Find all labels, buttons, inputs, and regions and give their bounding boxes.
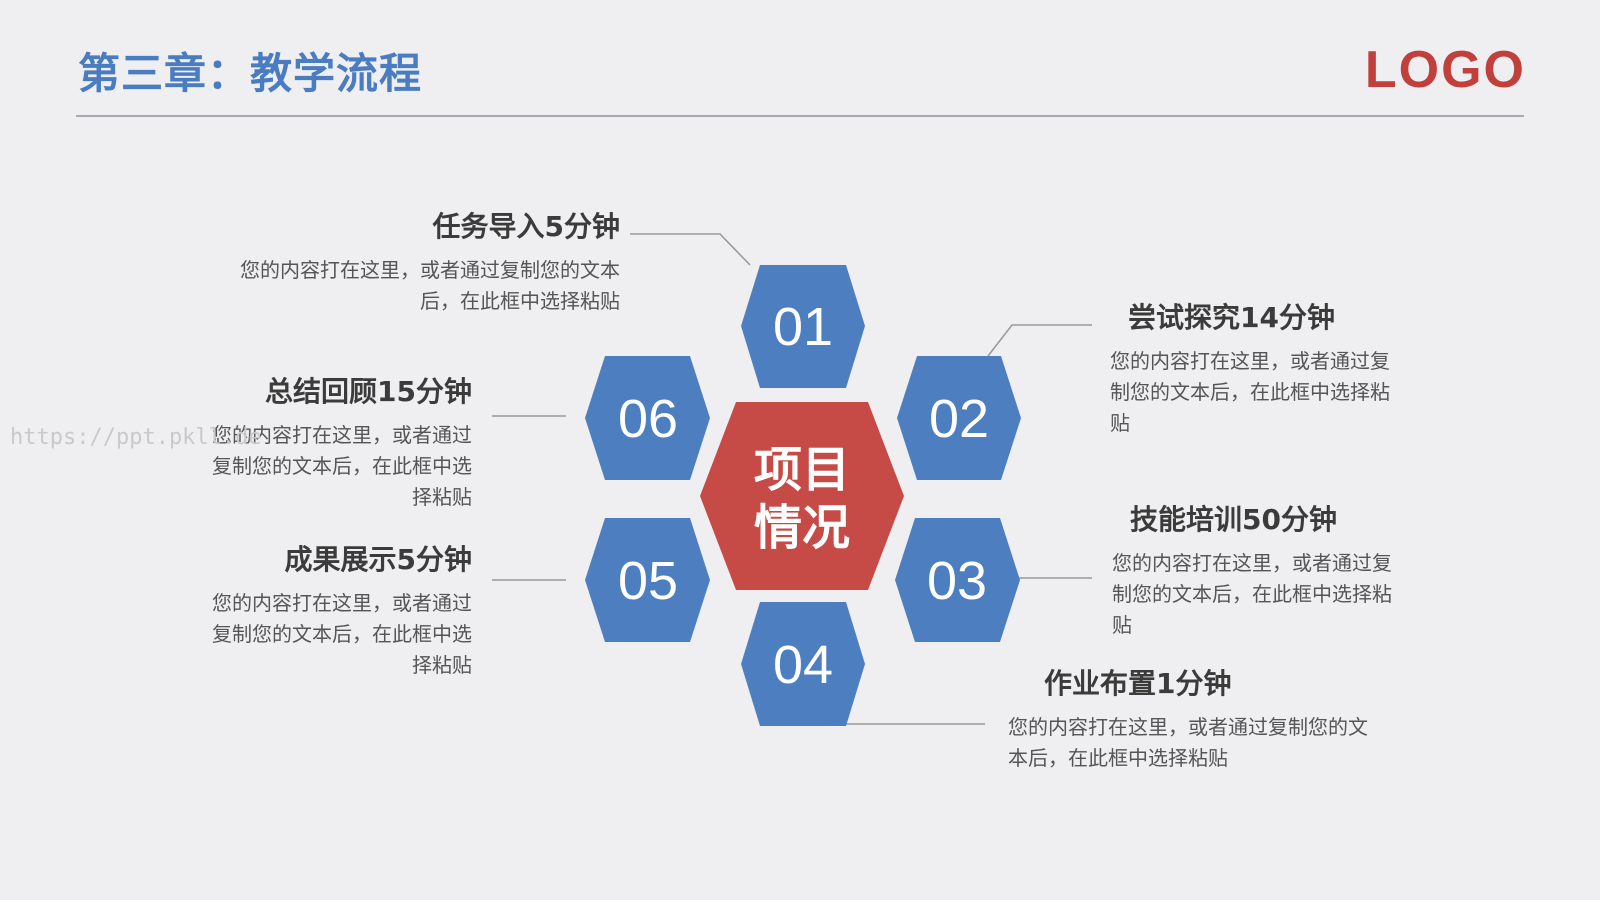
logo: LOGO <box>1364 41 1526 99</box>
header-divider <box>76 115 1524 117</box>
hexagon-label-04: 04 <box>773 635 833 695</box>
step-05: 成果展示5分钟 您的内容打在这里，或者通过复制您的文本后，在此框中选择粘贴 <box>208 538 472 681</box>
hexagon-label-01: 01 <box>773 297 833 357</box>
hexagon-06 <box>585 356 710 480</box>
hexagon-label-05: 05 <box>618 551 678 611</box>
step-03: 技能培训50分钟 您的内容打在这里，或者通过复制您的文本后，在此框中选择粘贴 <box>1112 498 1402 641</box>
step-text: 您的内容打在这里，或者通过复制您的文本后，在此框中选择粘贴 <box>212 591 472 677</box>
step-02: 尝试探究14分钟 您的内容打在这里，或者通过复制您的文本后，在此框中选择粘贴 <box>1110 296 1400 439</box>
step-title: 技能培训50分钟 <box>1130 503 1337 536</box>
page-title: 第三章：教学流程 <box>78 49 423 98</box>
hexagon-label-02: 02 <box>929 389 989 449</box>
connector-02 <box>987 324 1092 357</box>
step-text: 您的内容打在这里，或者通过复制您的文本后，在此框中选择粘贴 <box>1110 349 1390 435</box>
step-title: 任务导入5分钟 <box>432 210 620 243</box>
watermark: https://ppt.pkll.de <box>10 425 262 450</box>
hexagon-03 <box>895 518 1020 642</box>
step-title: 总结回顾15分钟 <box>265 375 472 408</box>
center-hexagon <box>700 402 904 590</box>
step-title: 作业布置1分钟 <box>1044 667 1232 700</box>
center-label-line2: 情况 <box>754 500 850 556</box>
step-01: 任务导入5分钟 您的内容打在这里，或者通过复制您的文本后，在此框中选择粘贴 <box>238 205 620 317</box>
step-text: 您的内容打在这里，或者通过复制您的文本后，在此框中选择粘贴 <box>212 423 472 509</box>
hexagon-label-06: 06 <box>618 389 678 449</box>
hexagon-04 <box>741 602 865 726</box>
hexagon-02 <box>897 356 1021 480</box>
step-text: 您的内容打在这里，或者通过复制您的文本后，在此框中选择粘贴 <box>1008 715 1368 770</box>
step-title: 尝试探究14分钟 <box>1128 301 1335 334</box>
step-text: 您的内容打在这里，或者通过复制您的文本后，在此框中选择粘贴 <box>240 258 620 313</box>
step-title: 成果展示5分钟 <box>284 543 472 576</box>
step-06: 总结回顾15分钟 您的内容打在这里，或者通过复制您的文本后，在此框中选择粘贴 <box>208 370 472 513</box>
step-text: 您的内容打在这里，或者通过复制您的文本后，在此框中选择粘贴 <box>1112 551 1392 637</box>
step-04: 作业布置1分钟 您的内容打在这里，或者通过复制您的文本后，在此框中选择粘贴 <box>1008 662 1368 774</box>
hexagon-label-03: 03 <box>927 551 987 611</box>
center-label-line1: 项目 <box>754 442 850 498</box>
hexagon-01 <box>741 265 865 388</box>
hexagon-05 <box>585 518 710 642</box>
connector-01 <box>630 233 751 266</box>
